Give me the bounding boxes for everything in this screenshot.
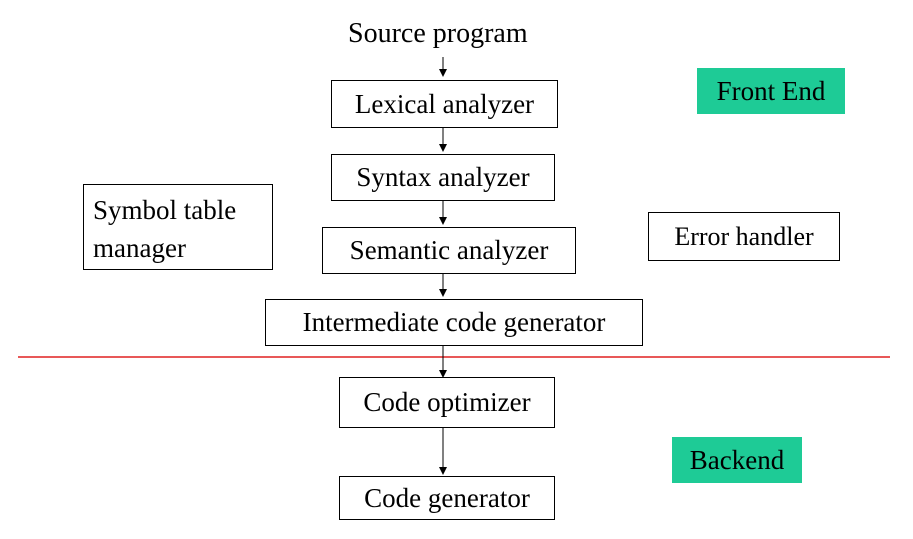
front-end-region-label: Front End <box>697 68 845 114</box>
intermediate-code-generator-box: Intermediate code generator <box>265 299 643 346</box>
symbol-table-manager-box: Symbol table manager <box>83 184 273 270</box>
lexical-analyzer-box: Lexical analyzer <box>331 80 558 128</box>
backend-region-label: Backend <box>672 437 802 483</box>
semantic-analyzer-box: Semantic analyzer <box>322 227 576 274</box>
symbol-table-manager-line2: manager <box>93 233 186 263</box>
code-generator-box: Code generator <box>339 476 555 520</box>
syntax-analyzer-box: Syntax analyzer <box>331 154 555 201</box>
symbol-table-manager-line1: Symbol table <box>93 195 237 225</box>
code-optimizer-box: Code optimizer <box>339 377 555 428</box>
source-program-label: Source program <box>348 18 528 49</box>
error-handler-box: Error handler <box>648 212 840 261</box>
